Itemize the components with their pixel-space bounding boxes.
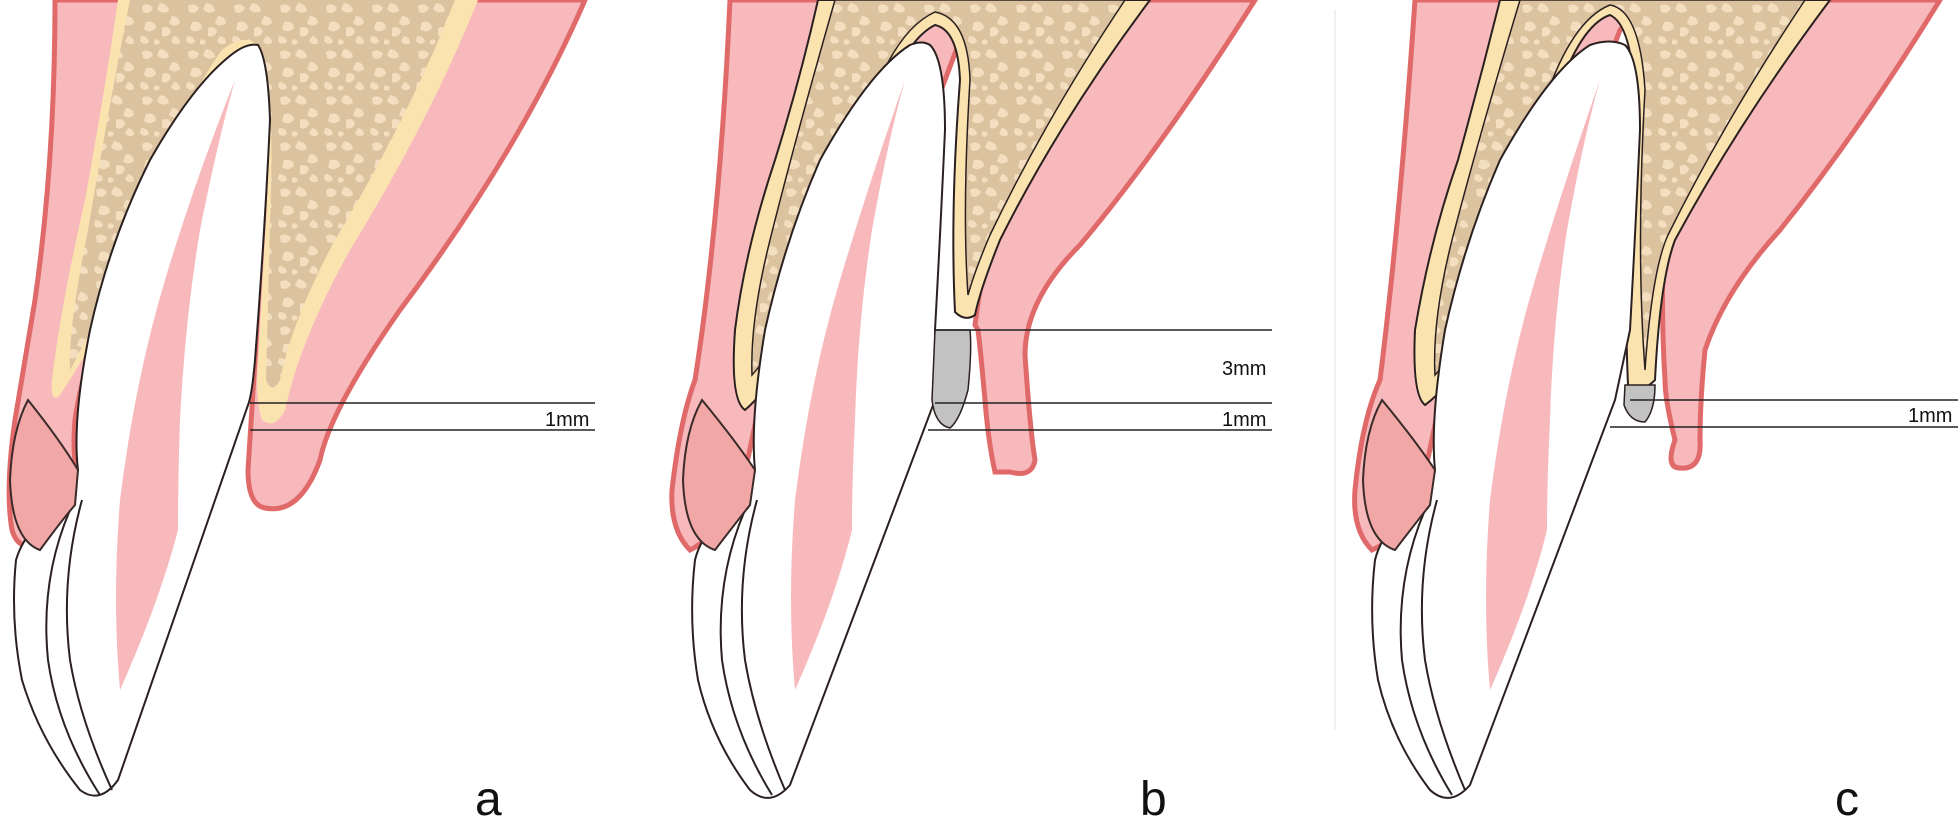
panel-letter-c: c [1835, 773, 1859, 826]
lip-tissue [8, 398, 80, 552]
enamel-line-2 [740, 499, 786, 791]
measure-label-1mm: 1mm [1908, 405, 1952, 427]
pulp-canal [791, 80, 905, 690]
lip-tissue [681, 398, 757, 552]
measure-label-1mm: 1mm [1222, 409, 1266, 431]
enamel-line [45, 509, 101, 796]
enamel-line [719, 509, 773, 796]
panel-b: 3mm 1mm b [669, 0, 1272, 826]
cancellous-bone [69, 0, 456, 388]
panel-letter-b: b [1140, 773, 1167, 826]
panel-a: 1mm a [6, 0, 595, 826]
enamel-line [1399, 509, 1453, 796]
cancellous-bone [1433, 0, 1806, 377]
pulp-canal [1486, 80, 1600, 690]
cancellous-bone [751, 0, 1126, 377]
measure-label-3mm: 3mm [1222, 358, 1266, 380]
graft-material [931, 329, 972, 429]
measure-label-1mm: 1mm [545, 409, 589, 431]
pulp-canal [116, 80, 235, 690]
panel-letter-a: a [475, 773, 502, 826]
lip-tissue [1361, 398, 1437, 552]
graft-material [1623, 384, 1656, 423]
enamel-line-2 [65, 499, 113, 791]
panel-c: 1mm c [1352, 0, 1958, 826]
enamel-line-2 [1420, 499, 1466, 791]
